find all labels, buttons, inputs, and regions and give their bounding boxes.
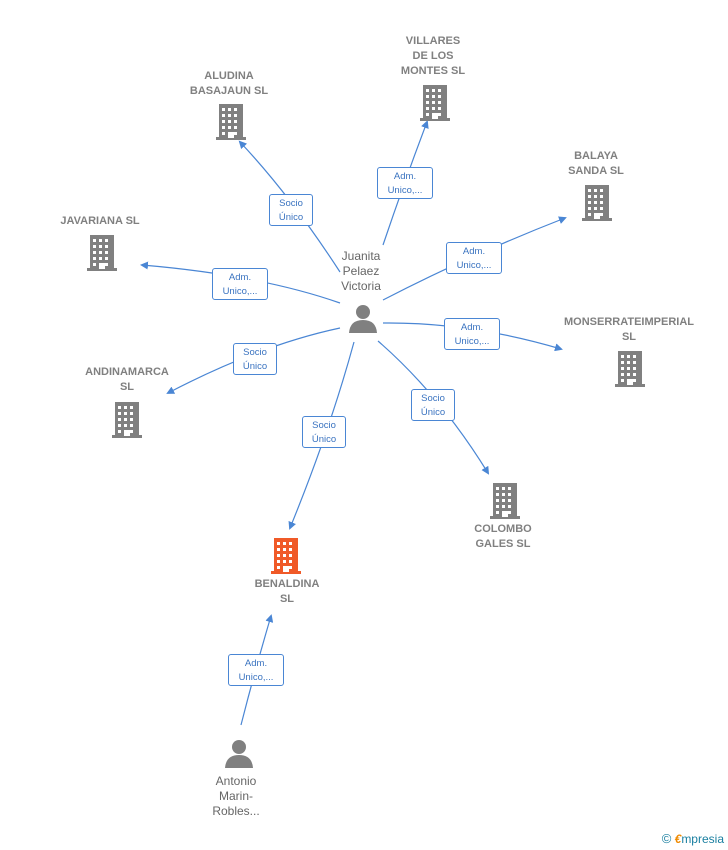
person-icon-center[interactable] xyxy=(348,303,378,338)
building-icon-highlighted[interactable] xyxy=(271,538,301,579)
copyright-icon: © xyxy=(661,831,672,846)
building-icon[interactable] xyxy=(615,351,645,392)
company-label-aludina[interactable]: ALUDINA BASAJAUN SL xyxy=(189,70,269,97)
company-label-monserrate[interactable]: MONSERRATEIMPERIAL SL xyxy=(564,316,694,343)
center-person-label[interactable]: Juanita Pelaez Victoria xyxy=(341,249,381,293)
person-icon-antonio[interactable] xyxy=(224,738,254,773)
company-label-colombo[interactable]: COLOMBO GALES SL xyxy=(474,523,532,550)
brand-name: mpresia xyxy=(681,832,724,846)
edge-label-andinamarca[interactable]: Socio Único xyxy=(233,343,277,375)
edge-label-colombo[interactable]: Socio Único xyxy=(411,389,455,421)
empresia-logo[interactable]: © €mpresia xyxy=(662,831,724,846)
building-icon[interactable] xyxy=(582,185,612,226)
building-icon[interactable] xyxy=(420,85,450,126)
edge-label-villares[interactable]: Adm. Unico,... xyxy=(377,167,433,199)
company-label-andinamarca[interactable]: ANDINAMARCA SL xyxy=(85,366,169,393)
company-label-benaldina[interactable]: BENALDINA SL xyxy=(254,578,320,605)
building-icon[interactable] xyxy=(112,402,142,443)
brand-e: € xyxy=(674,832,682,846)
edge-label-monserrate[interactable]: Adm. Unico,... xyxy=(444,318,500,350)
edge-label-javariana[interactable]: Adm. Unico,... xyxy=(212,268,268,300)
company-label-javariana[interactable]: JAVARIANA SL xyxy=(60,215,140,227)
second-person-label[interactable]: Antonio Marin- Robles... xyxy=(212,774,260,818)
edge-label-balaya[interactable]: Adm. Unico,... xyxy=(446,242,502,274)
edge-label-antonio[interactable]: Adm. Unico,... xyxy=(228,654,284,686)
company-label-balaya[interactable]: BALAYA SANDA SL xyxy=(568,150,624,177)
edge-label-aludina[interactable]: Socio Único xyxy=(269,194,313,226)
building-icon[interactable] xyxy=(87,235,117,276)
building-icon[interactable] xyxy=(216,104,246,145)
edge-label-benaldina[interactable]: Socio Único xyxy=(302,416,346,448)
company-label-villares[interactable]: VILLARES DE LOS MONTES SL xyxy=(400,35,466,77)
building-icon[interactable] xyxy=(490,483,520,524)
